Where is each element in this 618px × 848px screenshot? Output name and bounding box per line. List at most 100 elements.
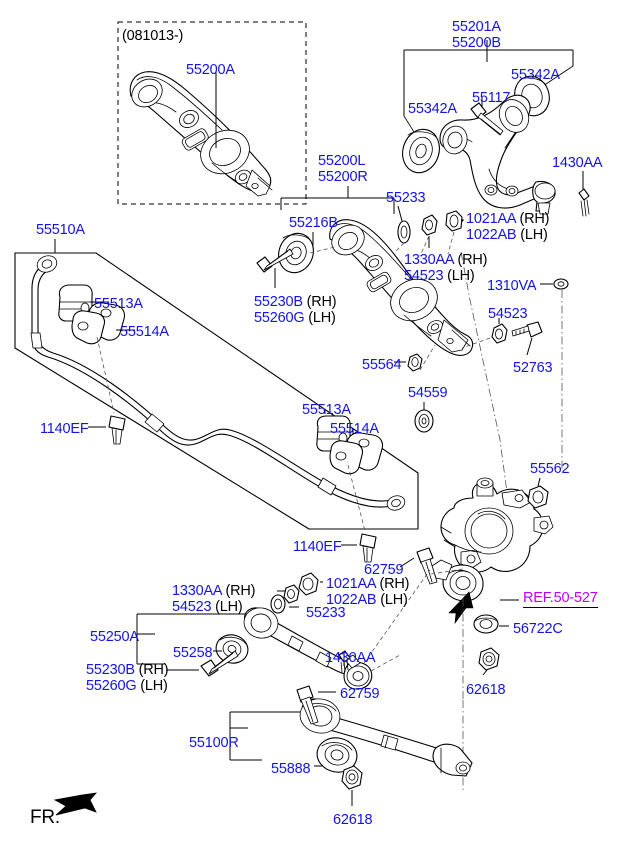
part-side-suffix: (LH) [136,678,168,694]
part-55230B-bot-art [200,650,239,677]
part-number: 1140EF [293,539,342,555]
label-p-55514A-top: 55514A [120,324,169,340]
label-p-1021AA-bot: 1021AA (RH) [326,576,409,592]
label-p-54523-mid: 54523 [488,306,528,322]
label-p-56722C: 56722C [513,621,563,637]
label-p-62759-bot: 62759 [340,686,380,702]
label-p-54523-top: 54523 (LH) [404,268,475,284]
part-55258-art [215,634,249,664]
part-55564-art [407,353,423,372]
part-number: 55200A [186,62,235,78]
assist-arm-group [136,572,401,690]
part-side-suffix: (LH) [304,310,336,326]
part-knuckle-art [431,477,554,602]
label-p-1022AB-top: 1022AB (LH) [466,227,548,243]
part-number: 55250A [90,629,139,645]
label-p-55258: 55258 [173,645,213,661]
label-p-55510A: 55510A [36,222,85,238]
part-1310VA-art [553,278,569,290]
label-p-55201A: 55201A [452,19,501,35]
label-p-55888: 55888 [271,761,311,777]
part-54559-art [414,409,434,433]
part-number: 55510A [36,222,85,238]
part-number: 55514A [120,324,169,340]
part-side-suffix: (LH) [376,592,408,608]
part-number: 1021AA [326,576,376,592]
part-55216B-art [278,232,314,274]
part-number: 62759 [364,562,404,578]
part-1330AA-bot-art [283,584,300,604]
part-55888-art [316,737,358,773]
part-number: 56722C [513,621,563,637]
part-number: 55117 [472,90,511,106]
part-1140EF-bot-art [359,533,377,563]
part-side-suffix: (RH) [221,583,256,599]
label-p-55233-top: 55233 [386,190,426,206]
label-p-55216B: 55216B [289,215,338,231]
part-number: 1430AA [552,155,603,171]
label-p-55342A-right: 55342A [511,67,560,83]
label-p-1430AA-bot: 1430AA [325,650,376,666]
part-number: 55233 [386,190,426,206]
part-number: 1330AA [404,252,454,268]
ref-arrow-icon [448,591,474,625]
part-55342A-left-art [402,128,440,174]
label-p-55562: 55562 [530,461,570,477]
part-side-suffix: (RH) [453,252,488,268]
label-p-55233-bot: 55233 [306,605,346,621]
label-p-55100R: 55100R [189,735,239,751]
label-p-62618-bot: 62618 [333,812,373,828]
label-p-55342A-left: 55342A [408,101,457,117]
label-p-55200B: 55200B [452,35,501,51]
part-1430AA-top-art [578,188,590,217]
part-number: REF.50-527 [523,590,598,606]
part-55117-art [470,102,504,136]
part-number: 55514A [330,421,379,437]
part-number: 54523 [488,306,528,322]
part-55233-bot-art [270,594,286,614]
label-p-55564: 55564 [362,357,402,373]
label-p-55250A: 55250A [90,629,139,645]
part-55200A-art [129,71,273,197]
part-1021AA-bot-art [298,572,319,596]
label-p-55513A-top: 55513A [94,296,143,312]
label-p-1140EF-top: 1140EF [40,421,89,437]
part-number: 55513A [94,296,143,312]
part-number: 1022AB [466,227,517,243]
part-side-suffix: (LH) [516,227,548,243]
part-number: 55233 [306,605,346,621]
part-number: 55888 [271,761,311,777]
label-p-55200L: 55200L [318,153,365,169]
part-62759-mid-art [416,547,438,585]
part-number: 55260G [86,678,137,694]
part-number: 1021AA [466,211,516,227]
label-p-1022AB-bot: 1022AB (LH) [326,592,408,608]
part-55200L-art [329,219,474,356]
part-55510A-art [30,255,406,511]
label-p-1330AA-bot: 1330AA (RH) [172,583,255,599]
part-number: 62618 [466,682,506,698]
label-p-55117: 55117 [472,90,510,106]
lower-arm-group [256,186,569,501]
stabilizer-bar-group [14,239,419,563]
part-55201A-art [439,94,556,215]
label-p-54523-bot: 54523 (LH) [172,599,243,615]
front-direction-arrow-icon [53,792,97,816]
part-number: 55200B [452,35,501,51]
part-number: 1330AA [172,583,222,599]
label-inset-date: (081013-) [122,28,183,44]
part-number: 55200L [318,153,366,169]
part-1330AA-top-art [421,214,438,236]
part-number: 55216B [289,215,338,231]
part-number: 1022AB [326,592,377,608]
part-number: 55564 [362,357,402,373]
part-55230B-top-art [256,248,294,273]
part-side-suffix: (LH) [211,599,243,615]
label-p-55230B-top: 55230B (RH) [254,294,337,310]
part-number: 55342A [511,67,560,83]
part-number: 54523 [172,599,212,615]
label-p-1140EF-bot: 1140EF [293,539,342,555]
part-side-suffix: (RH) [515,211,550,227]
